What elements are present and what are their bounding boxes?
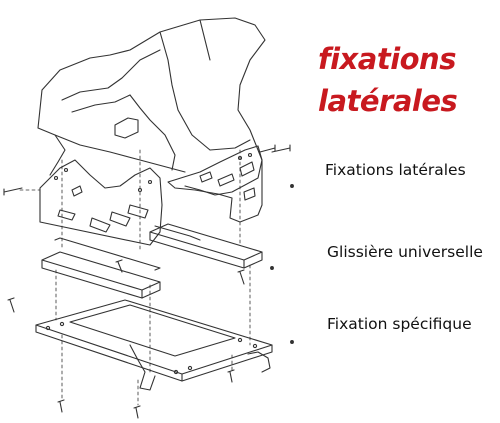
leader-dot-side-bracket xyxy=(290,184,294,188)
leader-dot-base-frame xyxy=(290,340,294,344)
leader-dot-slide-rail xyxy=(270,266,274,270)
slide-rail-right xyxy=(149,223,263,269)
title-line-2: latérales xyxy=(318,84,458,118)
label-slide-rail: Glissière universelle xyxy=(327,243,483,261)
side-bracket-right xyxy=(167,145,263,223)
bucket-seat-shell xyxy=(37,17,266,196)
side-bracket-left xyxy=(39,159,163,246)
base-frame xyxy=(35,299,273,391)
diagram-title: fixations latérales xyxy=(318,38,458,122)
label-base-frame: Fixation spécifique xyxy=(327,315,472,333)
bolts xyxy=(3,144,291,419)
label-side-brackets: Fixations latérales xyxy=(325,161,466,179)
assembly-guide-lines xyxy=(19,149,251,406)
title-line-1: fixations xyxy=(318,42,456,76)
slide-rail-left xyxy=(41,237,161,299)
